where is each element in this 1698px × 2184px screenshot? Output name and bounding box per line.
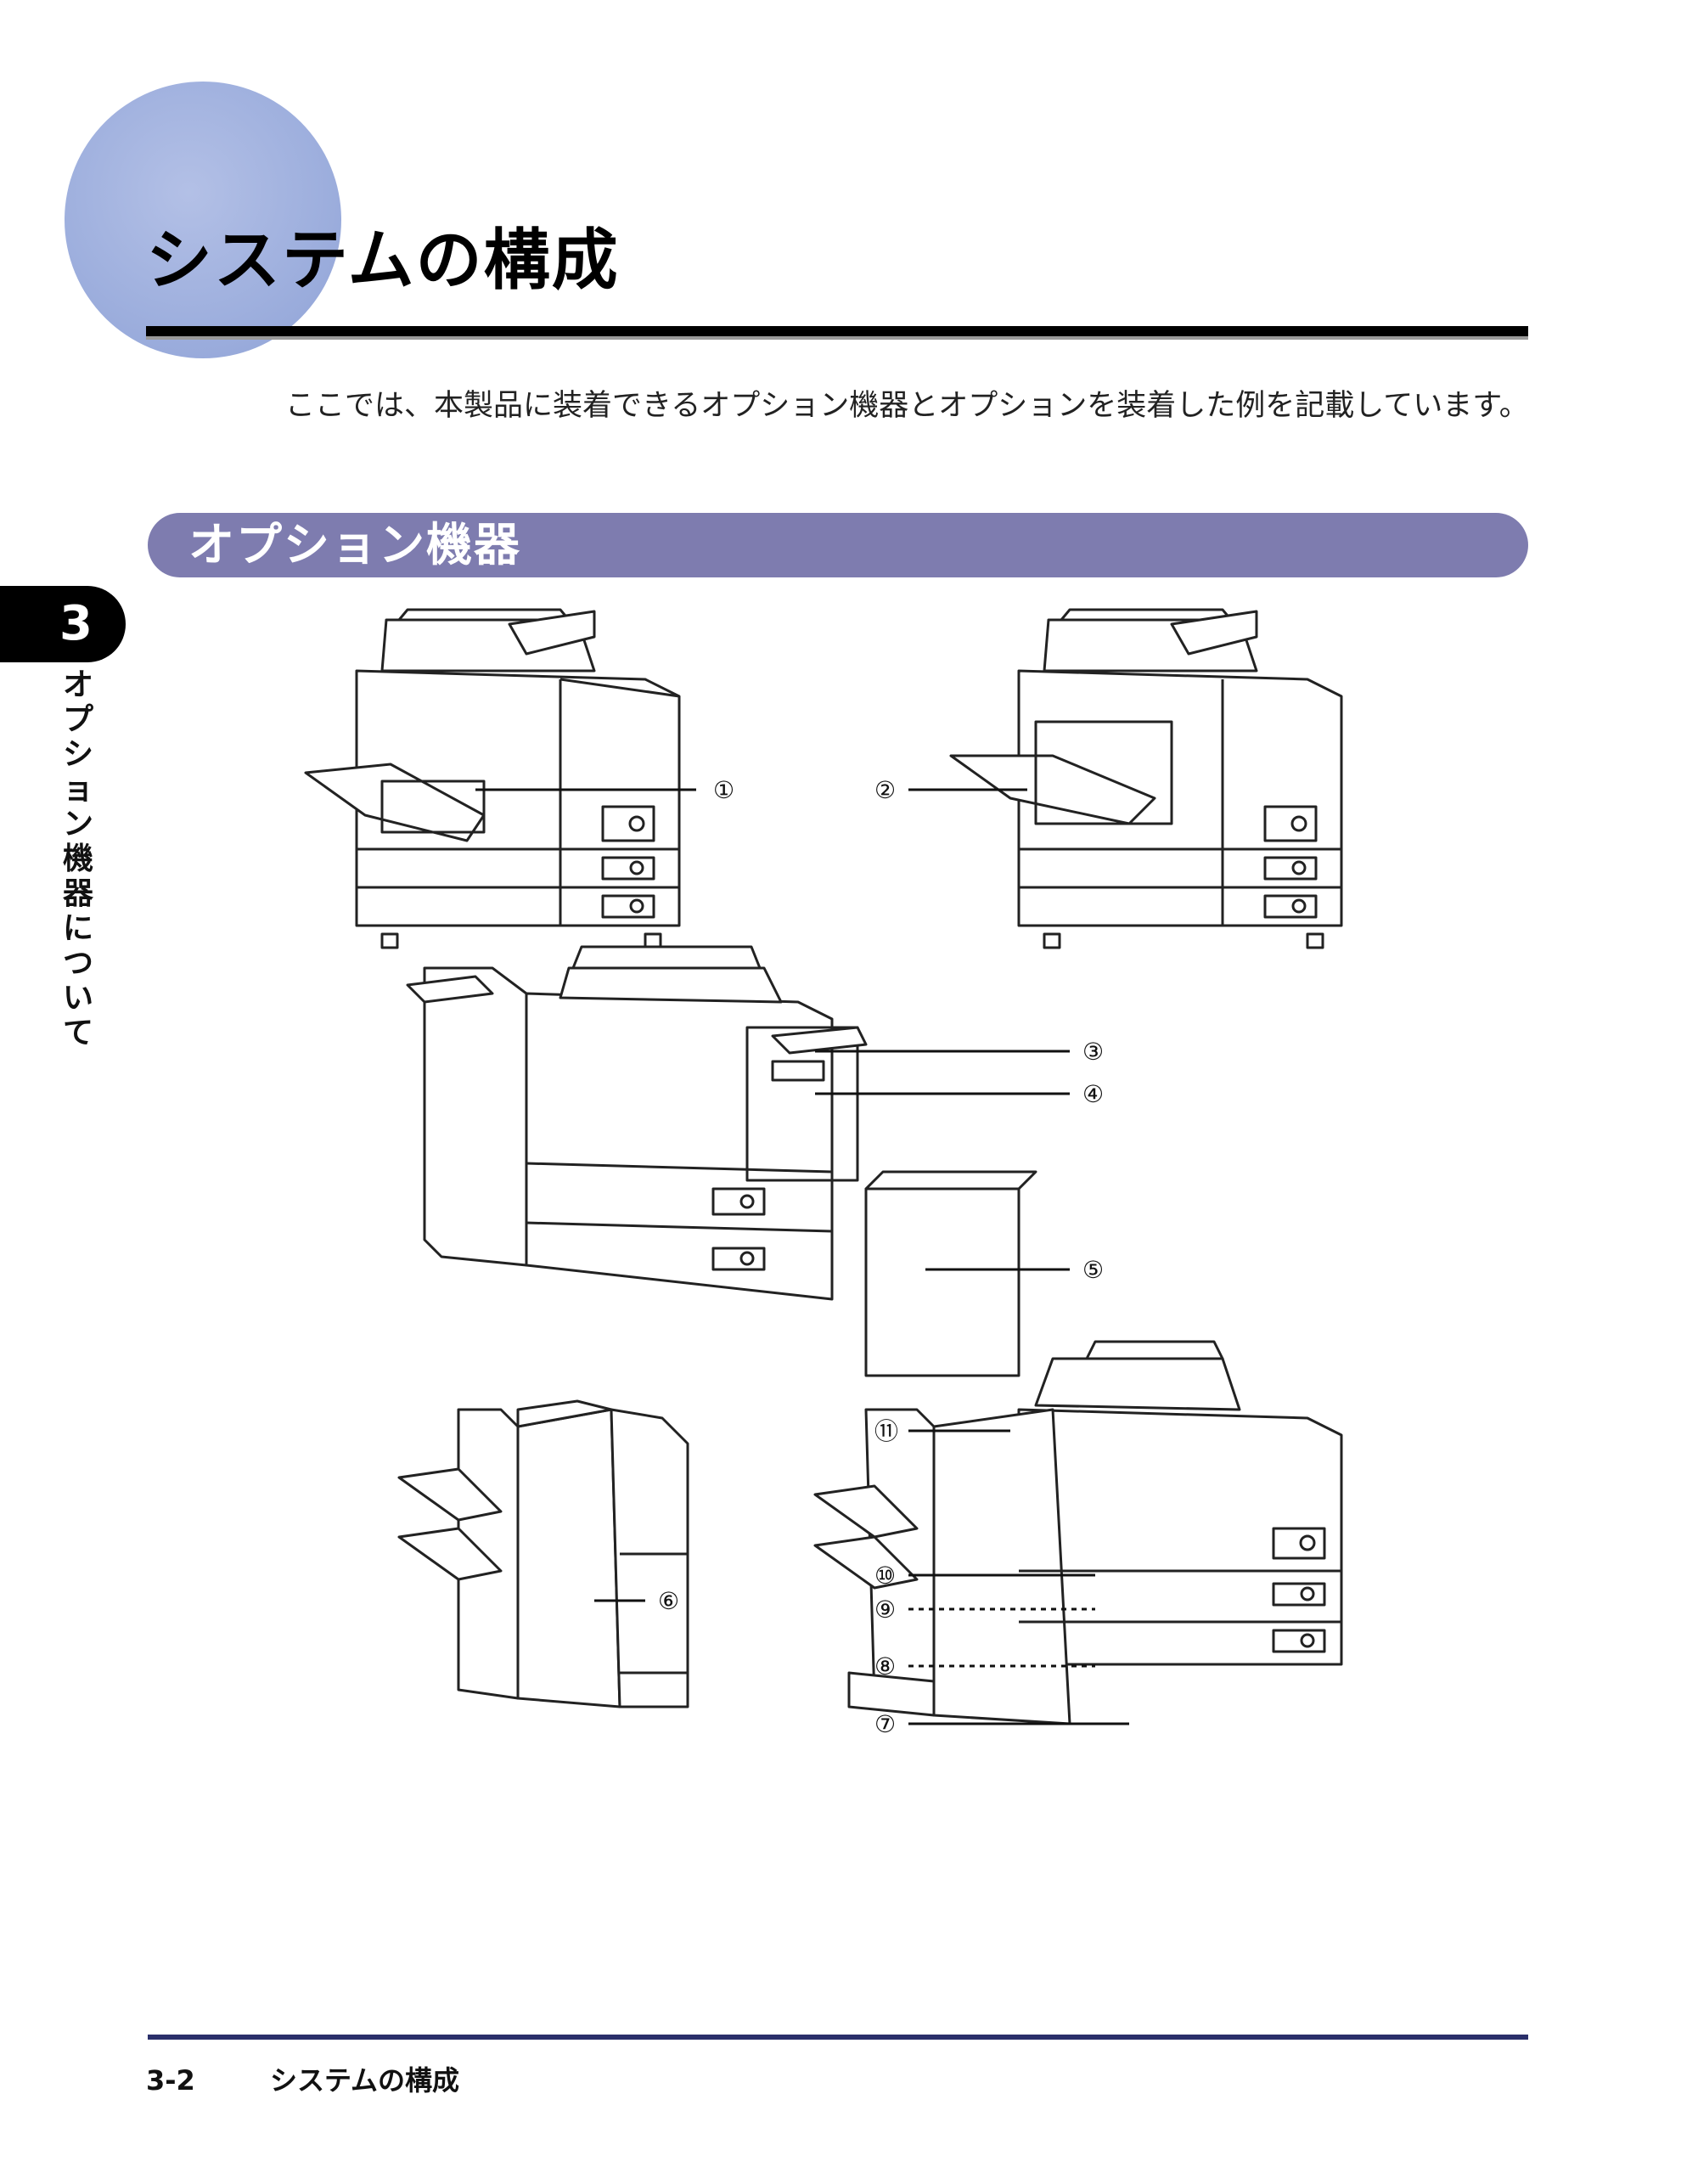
section-heading: オプション機器 (188, 518, 521, 571)
callout-8: ⑧ (874, 1652, 896, 1680)
chapter-tab (0, 586, 126, 662)
title-rule-shadow (146, 336, 1528, 340)
footer-title: システムの構成 (270, 2064, 460, 2097)
chapter-number: 3 (59, 596, 93, 651)
section-bar (148, 513, 1528, 577)
callout-6: ⑥ (658, 1587, 679, 1615)
copier-illustration-3 (406, 945, 1037, 1377)
callout-10: ⑩ (874, 1562, 896, 1590)
callout-5: ⑤ (1082, 1256, 1104, 1284)
page-number: 3-2 (146, 2064, 195, 2097)
page-title: システムの構成 (146, 222, 620, 299)
footer-rule (148, 2035, 1528, 2040)
title-decoration-circle (65, 82, 341, 358)
finisher-illustration (397, 1399, 689, 1708)
callout-3: ③ (1082, 1038, 1104, 1066)
intro-paragraph: ここでは、本製品に装着できるオプション機器とオプションを装着した例を記載していま… (285, 389, 1529, 423)
copier-with-finisher-illustration (813, 1340, 1343, 1725)
options-illustration: ① ② ③ ④ ⑤ ⑥ ⑦ ⑧ ⑨ ⑩ ⑪ (304, 608, 1343, 1738)
callout-2: ② (874, 776, 896, 804)
callout-7: ⑦ (874, 1710, 896, 1738)
copier-illustration-1 (304, 608, 681, 949)
callout-1: ① (713, 776, 734, 804)
copier-illustration-2 (949, 608, 1343, 949)
callout-11: ⑪ (874, 1417, 898, 1445)
chapter-side-label: オプション機器について (62, 667, 93, 1050)
callout-9: ⑨ (874, 1596, 896, 1624)
callout-4: ④ (1082, 1080, 1104, 1108)
title-rule (146, 326, 1528, 336)
